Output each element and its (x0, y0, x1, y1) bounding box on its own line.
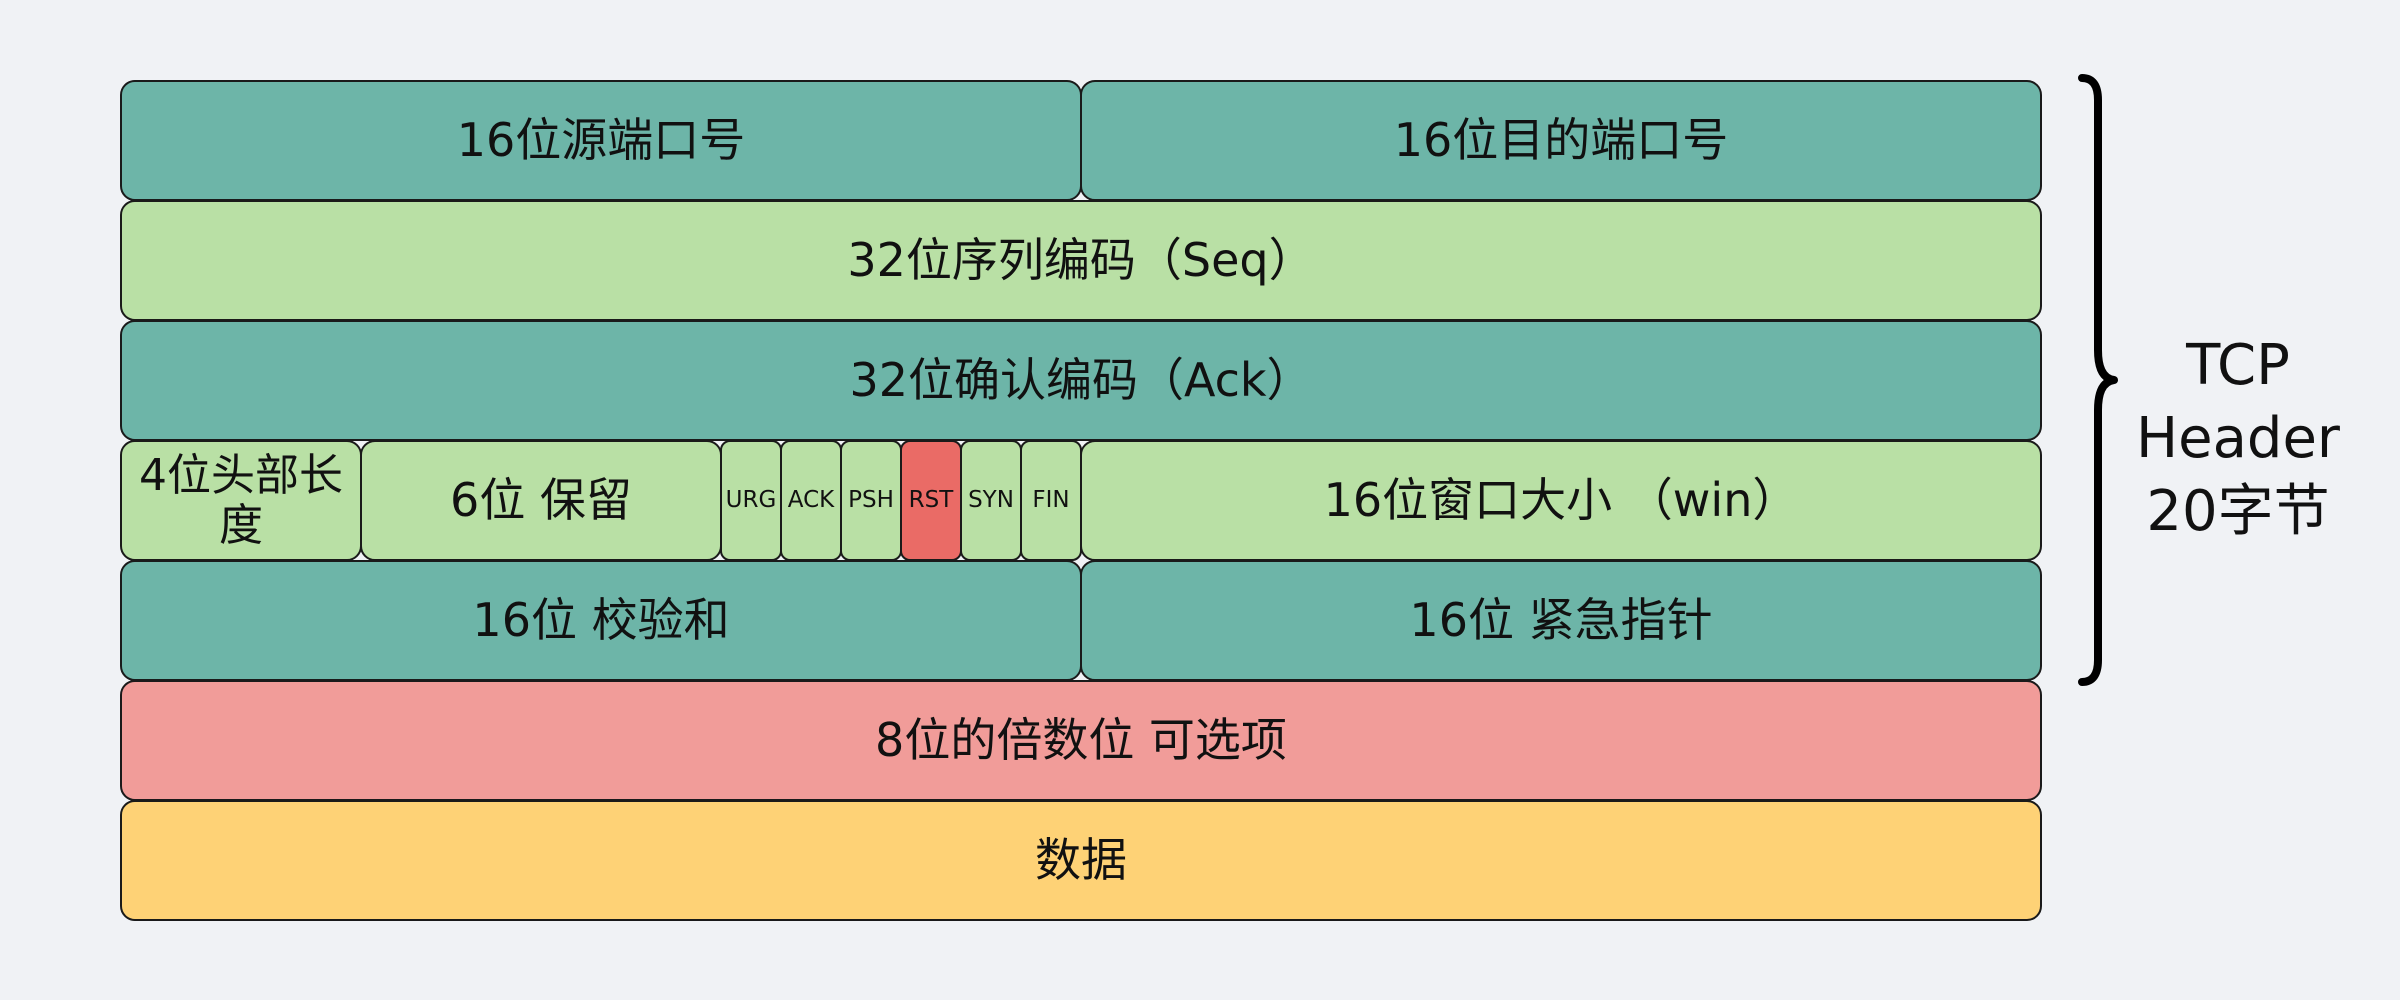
source-port-field: 16位源端口号 (120, 80, 1082, 201)
flag-rst-label: RST (908, 486, 954, 513)
flag-fin: FIN (1020, 440, 1082, 561)
flag-syn: SYN (960, 440, 1022, 561)
source-port-label: 16位源端口号 (456, 112, 746, 167)
window-size-label: 16位窗口大小 （win） (1323, 472, 1799, 527)
data-label: 数据 (1035, 832, 1127, 887)
flag-urg-label: URG (725, 486, 777, 513)
reserved-label: 6位 保留 (450, 472, 632, 527)
flag-psh-label: PSH (848, 486, 894, 513)
options-field: 8位的倍数位 可选项 (120, 680, 2042, 801)
checksum-label: 16位 校验和 (472, 592, 730, 647)
header-length-label: 4位头部长度 (139, 450, 343, 551)
flag-rst: RST (900, 440, 962, 561)
flag-fin-label: FIN (1032, 486, 1070, 513)
ack-number-label: 32位确认编码（Ack） (849, 352, 1313, 407)
tcp-header-size-label: TCP Header 20字节 (2128, 330, 2348, 548)
right-brace-icon (2078, 74, 2118, 686)
data-field: 数据 (120, 800, 2042, 921)
flag-syn-label: SYN (968, 486, 1014, 513)
flag-urg: URG (720, 440, 782, 561)
sequence-number-field: 32位序列编码（Seq） (120, 200, 2042, 321)
flag-ack-label: ACK (787, 486, 835, 513)
flag-psh: PSH (840, 440, 902, 561)
brace-label-line-2: Header (2136, 405, 2340, 471)
window-size-field: 16位窗口大小 （win） (1080, 440, 2042, 561)
brace-label-line-1: TCP (2186, 333, 2290, 398)
urgent-pointer-field: 16位 紧急指针 (1080, 560, 2042, 681)
urgent-pointer-label: 16位 紧急指针 (1409, 592, 1713, 647)
header-length-field: 4位头部长度 (120, 440, 362, 561)
flag-ack: ACK (780, 440, 842, 561)
ack-number-field: 32位确认编码（Ack） (120, 320, 2042, 441)
brace-label-line-3: 20字节 (2146, 478, 2330, 544)
sequence-number-label: 32位序列编码（Seq） (847, 232, 1315, 287)
options-label: 8位的倍数位 可选项 (875, 712, 1287, 767)
reserved-field: 6位 保留 (360, 440, 722, 561)
destination-port-field: 16位目的端口号 (1080, 80, 2042, 201)
destination-port-label: 16位目的端口号 (1393, 112, 1729, 167)
checksum-field: 16位 校验和 (120, 560, 1082, 681)
